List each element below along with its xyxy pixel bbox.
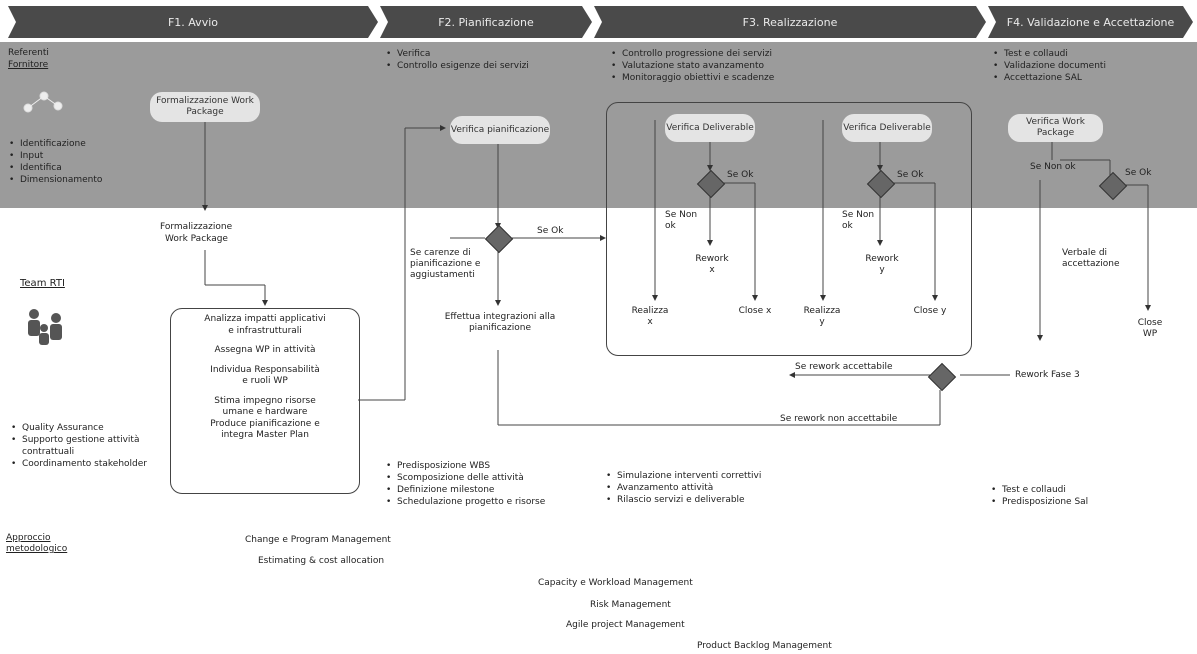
f1-formalize-label: Formalizzazione (160, 222, 233, 232)
f3-top-bullet: Controllo progressione dei servizi (622, 48, 774, 60)
f3-top-bullets: Controllo progressione dei servizi Valut… (610, 48, 774, 84)
f1-top-item: Referenti (8, 48, 49, 58)
f1-bullet: Coordinamento stakeholder (22, 458, 172, 470)
f3-bullet: Rilascio servizi e deliverable (617, 494, 761, 506)
f1-analysis-box (170, 308, 360, 494)
phase-f3-header: F3. Realizzazione (594, 6, 986, 38)
phase-f2-header: F2. Pianificazione (380, 6, 592, 38)
f3-top-bullet: Valutazione stato avanzamento (622, 60, 774, 72)
f4-top-bullet: Accettazione SAL (1004, 72, 1106, 84)
f1-bullet: Quality Assurance (22, 422, 172, 434)
f2-top-bullet: Verifica (397, 48, 597, 60)
f2-integrate-node: Effettua integrazioni alla pianificazion… (444, 312, 556, 333)
f3-bullet: Avanzamento attività (617, 482, 761, 494)
network-icon (23, 91, 63, 113)
f2-bullets: Predisposizione WBS Scomposizione delle … (385, 460, 545, 508)
f2-bullet: Predisposizione WBS (397, 460, 545, 472)
analysis-line: Assegna WP in attività (214, 345, 316, 355)
team-icon (28, 309, 62, 345)
f4-not-ok-label: Se Non ok (1030, 162, 1076, 172)
f3-close-y: Close y (913, 306, 947, 316)
f3-bullet: Simulazione interventi correttivi (617, 470, 761, 482)
f4-close-wp: Close WP (1137, 318, 1163, 339)
f4-verify-wp-node: Verifica Work Package (1008, 114, 1103, 142)
f2-top-bullet: Controllo esigenze dei servizi (397, 60, 597, 72)
f1-note-item: Input (20, 150, 102, 162)
f2-bullet: Definizione milestone (397, 484, 545, 496)
f3-not-ok-a: Se Non ok (665, 210, 698, 231)
approach-item: Agile project Management (566, 620, 685, 630)
f1-formalize-label-2: Work Package (165, 234, 228, 244)
f3-ok-b: Se Ok (897, 170, 924, 180)
f4-rework-label: Rework Fase 3 (1015, 370, 1080, 380)
f2-yes-label: Se Ok (537, 226, 564, 236)
approach-label: Approccio metodologico (6, 533, 68, 554)
approach-item: Change e Program Management (245, 535, 391, 545)
phase-f1-header: F1. Avvio (8, 6, 378, 38)
f3-realizza-y: Realizza y (803, 306, 841, 327)
analysis-line: Stima impegno risorse (214, 395, 316, 406)
f2-verify-plan-node: Verifica pianificazione (450, 116, 550, 144)
f2-bullet: Schedulazione progetto e risorse (397, 496, 545, 508)
f1-note-item: Identificazione (20, 138, 102, 150)
f3-verify-deliverable-a: Verifica Deliverable (665, 114, 755, 142)
f4-bullet: Test e collaudi (1002, 484, 1088, 496)
f1-bullets: Quality Assurance Supporto gestione atti… (10, 422, 172, 470)
f3-realizza-x: Realizza x (631, 306, 669, 327)
f1-analysis-lines: Analizza impatti applicativi e infrastru… (172, 314, 358, 442)
f4-verbale-label: Verbale di accettazione (1062, 248, 1120, 269)
f1-formalize-wp-node: Formalizzazione Work Package (150, 92, 260, 122)
f3-bullets: Simulazione interventi correttivi Avanza… (605, 470, 761, 506)
approach-item: Product Backlog Management (697, 641, 832, 651)
analysis-line: Individua Responsabilità (210, 364, 320, 375)
f4-top-bullet: Test e collaudi (1004, 48, 1106, 60)
f4-top-bullets: Test e collaudi Validazione documenti Ac… (992, 48, 1106, 84)
analysis-line: Analizza impatti applicativi (204, 314, 326, 324)
f3-rework-ok-label: Se rework accettabile (795, 362, 893, 372)
f3-top-bullet: Monitoraggio obiettivi e scadenze (622, 72, 774, 84)
approach-item: Estimating & cost allocation (258, 556, 385, 566)
f3-realization-box (606, 102, 972, 356)
phase-f4-header: F4. Validazione e Accettazione (988, 6, 1193, 38)
f3-verify-deliverable-b: Verifica Deliverable (842, 114, 932, 142)
f3-ok-a: Se Ok (727, 170, 754, 180)
f1-note-item: Dimensionamento (20, 174, 102, 186)
approach-item: Capacity e Workload Management (538, 578, 693, 588)
f3-close-x: Close x (738, 306, 772, 316)
team-label: Team RTI (20, 278, 65, 289)
analysis-line: e ruoli WP (242, 376, 288, 386)
f4-top-bullet: Validazione documenti (1004, 60, 1106, 72)
analysis-line: e infrastrutturali (228, 325, 302, 336)
f4-bullet: Predisposizione Sal (1002, 496, 1088, 508)
f1-notes: Identificazione Input Identifica Dimensi… (8, 138, 102, 186)
f3-rework-y: Rework y (865, 254, 899, 275)
approach-item: Risk Management (590, 600, 671, 610)
analysis-line: Produce pianificazione e (210, 418, 320, 429)
f3-not-ok-b: Se Non ok (842, 210, 875, 231)
f1-top-link[interactable]: Fornitore (8, 60, 49, 70)
analysis-line: umane e hardware (222, 407, 308, 417)
f1-bullet: Supporto gestione attività contrattuali (22, 434, 172, 458)
analysis-line: integra Master Plan (221, 430, 309, 440)
f4-bullets: Test e collaudi Predisposizione Sal (990, 484, 1088, 508)
f4-ok-label: Se Ok (1125, 168, 1152, 178)
f2-no-label: Se carenze di pianificazione e aggiustam… (410, 248, 481, 280)
f3-rework-not-label: Se rework non accettabile (780, 414, 898, 424)
f1-note-item: Identifica (20, 162, 102, 174)
f2-top-bullets: Verifica Controllo esigenze dei servizi (385, 48, 597, 72)
f3-rework-x: Rework x (695, 254, 729, 275)
f2-bullet: Scomposizione delle attività (397, 472, 545, 484)
